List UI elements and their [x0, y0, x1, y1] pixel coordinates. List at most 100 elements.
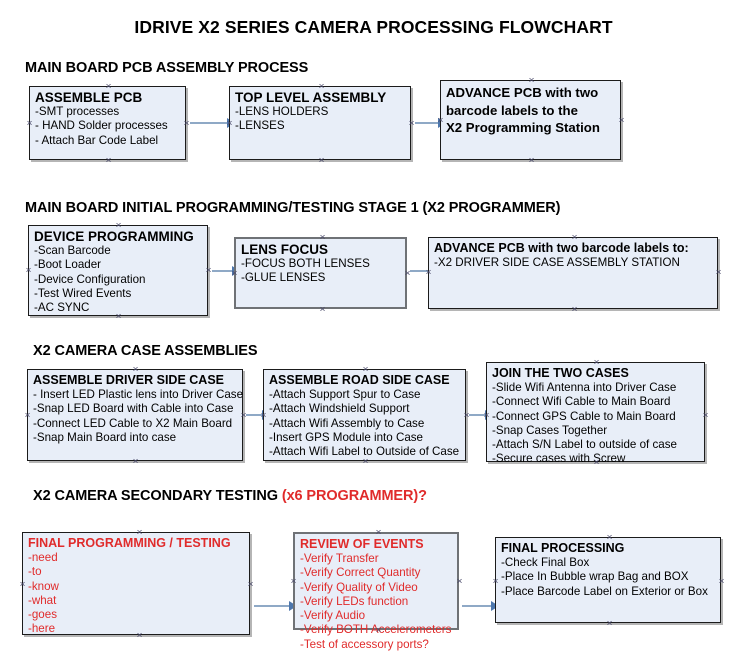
box-line: -Secure cases with Screw	[492, 452, 626, 466]
box-assemble-pcb[interactable]: ASSEMBLE PCB -SMT processes - HAND Solde…	[29, 86, 186, 160]
handle-top[interactable]	[105, 83, 112, 90]
handle-right[interactable]	[702, 412, 709, 419]
box-line: -Device Configuration	[34, 272, 146, 286]
handle-left[interactable]	[492, 578, 499, 585]
connector-arrow	[462, 601, 499, 611]
connector-arrow	[212, 266, 240, 276]
box-assemble-road-side-case[interactable]: ASSEMBLE ROAD SIDE CASE -Attach Support …	[263, 369, 466, 461]
box-advance-pcb-to-programming-station[interactable]: ADVANCE PCB with two barcode labels to t…	[440, 80, 621, 160]
connector-arrow	[190, 118, 235, 128]
box-line: -know	[28, 579, 59, 593]
handle-bottom[interactable]	[132, 458, 139, 465]
box-assemble-driver-side-case[interactable]: ASSEMBLE DRIVER SIDE CASE - Insert LED P…	[27, 369, 243, 461]
box-line: -GLUE LENSES	[241, 271, 326, 285]
box-title: ASSEMBLE PCB	[35, 90, 143, 105]
handle-left[interactable]	[19, 581, 26, 588]
box-device-programming[interactable]: DEVICE PROGRAMMING -Scan Barcode -Boot L…	[28, 225, 208, 316]
box-advance-pcb-to-driver-side-case[interactable]: ADVANCE PCB with two barcode labels to: …	[428, 237, 718, 309]
box-line: -X2 DRIVER SIDE CASE ASSEMBLY STATION	[434, 256, 680, 269]
box-top-level-assembly[interactable]: TOP LEVEL ASSEMBLY -LENS HOLDERS -LENSES	[229, 86, 411, 160]
handle-right[interactable]	[183, 120, 190, 127]
box-line: -SMT processes	[35, 105, 120, 118]
handle-top[interactable]	[593, 359, 600, 366]
box-title-line: barcode labels to the	[446, 102, 578, 118]
handle-left[interactable]	[290, 578, 297, 585]
box-line: -to	[28, 565, 42, 579]
handle-right[interactable]	[247, 581, 254, 588]
section-header-x2-camera-secondary-testing: X2 CAMERA SECONDARY TESTING (x6 PROGRAMM…	[33, 488, 427, 504]
handle-bottom[interactable]	[528, 157, 535, 164]
box-join-the-two-cases[interactable]: JOIN THE TWO CASES -Slide Wifi Antenna i…	[486, 359, 705, 465]
box-line: -Attach Wifi Assembly to Case	[269, 416, 425, 430]
handle-left[interactable]	[26, 120, 33, 127]
handle-top[interactable]	[571, 234, 578, 241]
handle-top[interactable]	[528, 77, 535, 84]
box-line: -Connect GPS Cable to Main Board	[492, 409, 676, 423]
page-title: IDRIVE X2 SERIES CAMERA PROCESSING FLOWC…	[134, 17, 613, 37]
box-line: -Snap LED Board with Cable into Case	[33, 402, 234, 416]
box-line: -Verify Correct Quantity	[300, 566, 421, 580]
handle-bottom[interactable]	[571, 306, 578, 313]
box-line: -need	[28, 551, 58, 564]
handle-top[interactable]	[132, 366, 139, 373]
handle-top[interactable]	[362, 366, 369, 373]
handle-right[interactable]	[618, 117, 625, 124]
handle-bottom[interactable]	[318, 157, 325, 164]
section-header-x2-camera-case-assemblies: X2 CAMERA CASE ASSEMBLIES	[33, 343, 258, 359]
handle-top[interactable]	[606, 534, 613, 541]
box-title: JOIN THE TWO CASES	[492, 366, 629, 380]
handle-right[interactable]	[205, 267, 212, 274]
box-review-of-events[interactable]: REVIEW OF EVENTS -Verify Transfer -Verif…	[290, 529, 459, 651]
handle-right[interactable]	[715, 269, 722, 276]
box-final-processing[interactable]: FINAL PROCESSING -Check Final Box -Place…	[495, 537, 721, 623]
handle-bottom[interactable]	[319, 306, 326, 313]
handle-top[interactable]	[375, 529, 382, 536]
handle-top[interactable]	[319, 234, 326, 241]
box-title: REVIEW OF EVENTS	[300, 537, 424, 551]
box-line: -Slide Wifi Antenna into Driver Case	[492, 381, 677, 394]
handle-left[interactable]	[25, 267, 32, 274]
section-header-accent: (x6 PROGRAMMER)?	[281, 488, 427, 504]
box-lens-focus[interactable]: LENS FOCUS -FOCUS BOTH LENSES -GLUE LENS…	[234, 237, 407, 309]
section-header-main-board-initial-programming: MAIN BOARD INITIAL PROGRAMMING/TESTING S…	[25, 200, 561, 216]
box-line: -what	[28, 593, 57, 607]
handle-bottom[interactable]	[606, 620, 613, 627]
box-line: -Snap Main Board into case	[33, 430, 177, 444]
box-line: -LENS HOLDERS	[235, 105, 329, 118]
box-line: -Verify LEDs function	[300, 594, 409, 608]
box-line: -LENSES	[235, 119, 285, 133]
handle-right[interactable]	[456, 578, 463, 585]
box-line: -goes	[28, 608, 58, 622]
handle-top[interactable]	[318, 83, 325, 90]
box-title: FINAL PROCESSING	[501, 541, 625, 555]
handle-right[interactable]	[718, 578, 725, 585]
box-line: -Check Final Box	[501, 556, 590, 569]
box-line: -Verify Quality of Video	[300, 580, 418, 594]
handle-bottom[interactable]	[105, 157, 112, 164]
box-title-line: X2 Programming Station	[446, 120, 600, 135]
connector-arrow	[254, 601, 297, 611]
box-line: -Snap Cases Together	[492, 423, 608, 437]
box-line: - Attach Bar Code Label	[35, 133, 159, 147]
box-line: -Verify BOTH Accelerometers	[300, 623, 452, 637]
handle-top[interactable]	[115, 222, 122, 229]
box-title: FINAL PROGRAMMING / TESTING	[28, 536, 231, 550]
box-line: - Insert LED Plastic lens into Driver Ca…	[33, 388, 244, 401]
box-line: -here	[28, 622, 56, 636]
box-final-programming-testing[interactable]: FINAL PROGRAMMING / TESTING -need -to -k…	[22, 532, 250, 635]
box-line: -Connect LED Cable to X2 Main Board	[33, 416, 233, 430]
handle-right[interactable]	[408, 120, 415, 127]
handle-left[interactable]	[24, 412, 31, 419]
box-line: -Scan Barcode	[34, 244, 111, 257]
box-line: -FOCUS BOTH LENSES	[241, 257, 370, 270]
connector-arrow	[246, 410, 270, 420]
box-title: LENS FOCUS	[241, 242, 329, 257]
box-line: - HAND Solder processes	[35, 119, 168, 133]
handle-top[interactable]	[136, 529, 143, 536]
box-line: -Verify Transfer	[300, 552, 379, 565]
box-title-line: ADVANCE PCB with two	[446, 85, 599, 100]
box-title: ADVANCE PCB with two barcode labels to:	[434, 241, 689, 255]
box-line: -Place Barcode Label on Exterior or Box	[501, 584, 708, 598]
box-line: -Attach Support Spur to Case	[269, 388, 421, 401]
